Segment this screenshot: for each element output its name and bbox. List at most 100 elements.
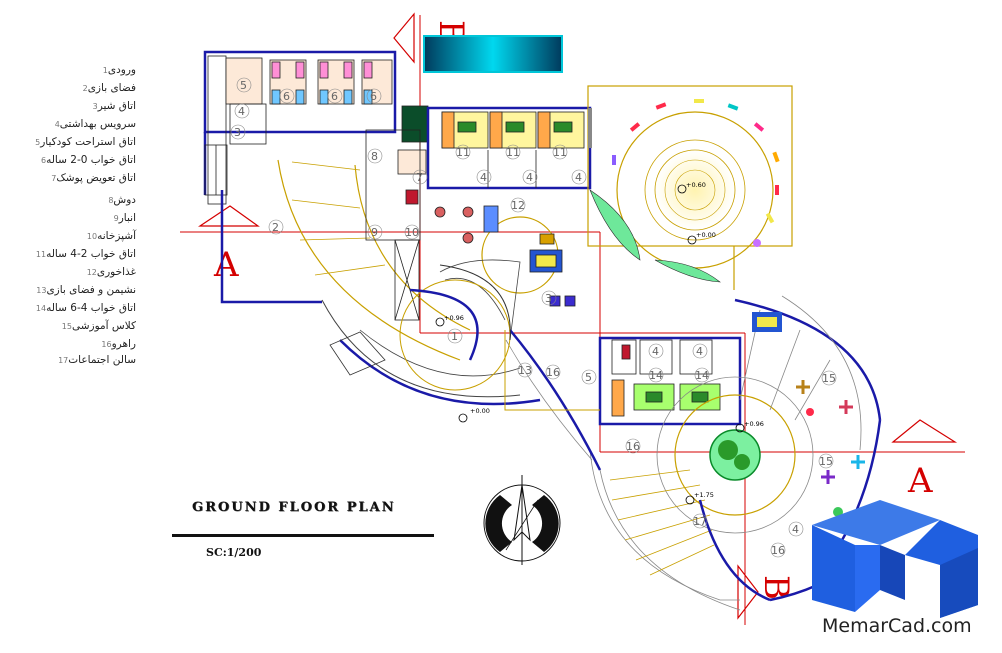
legend-number: 4 [54,120,60,129]
legend-item: راهرو16 [97,338,136,350]
legend-number: 13 [36,286,47,295]
legend-item: اتاق خواب 4-6 ساله14 [32,302,136,314]
legend-label: نشیمن و فضای بازی [46,284,136,296]
legend-label: اتاق خواب 0-2 ساله [46,154,136,166]
section-a-label: A [213,245,239,285]
legend-item: ورودی1 [99,64,136,76]
room-number: 11 [553,146,567,159]
room-number: 16 [771,544,785,557]
room-number: 15 [822,372,836,385]
level-label: +0.96 [444,314,464,322]
legend-item: انبار9 [110,212,136,224]
section-a-arrow [891,419,958,443]
legend-label: اتاق خواب 4-6 ساله [46,302,136,314]
legend-number: 9 [113,214,119,223]
rotunda [399,264,882,611]
legend-item: اتاق خواب 2-4 ساله11 [32,248,136,260]
legend-item: غذاخوری12 [83,266,136,278]
legend-number: 12 [86,268,97,277]
room-number: 3 [545,292,552,305]
room-numbers: 5 6 6 6 3 4 8 7 11 11 11 4 4 4 2 12 9 10… [230,77,837,558]
legend-item: اتاق تعویض پوشک7 [47,172,136,184]
legend-item: دوش8 [104,194,136,206]
legend-number: 5 [35,138,41,147]
legend-label: سرویس بهداشتی [59,118,136,130]
legend-label: اتاق خواب 2-4 ساله [46,248,136,260]
room-number: 11 [456,146,470,159]
legend-number: 15 [61,322,72,331]
legend-number: 17 [58,356,69,365]
legend-label: اتاق استراحت کودکیار [40,136,136,148]
room-number: 17 [693,515,707,528]
level-label: +0.60 [686,181,706,189]
legend-number: 14 [35,304,47,313]
legend-number: 1 [102,66,108,75]
north-arrow-icon [483,475,561,565]
room-number: 16 [626,440,640,453]
legend-label: انبار [118,212,136,224]
room-number: 4 [480,171,487,184]
legend-number: 10 [86,232,98,241]
plan-scale: SC:1/200 [206,546,262,559]
room-number: 5 [240,79,247,92]
legend-number: 7 [51,174,57,183]
room-number: 4 [238,105,245,118]
level-label: +0.96 [744,420,764,428]
room-number: 10 [405,226,419,239]
curved-corridor [220,159,541,406]
memarcad-logo-icon [812,500,978,618]
legend-item: کلاس آموزشی15 [58,320,136,332]
room-number: 7 [416,171,423,184]
pool [423,35,563,73]
legend-item: سالن اجتماعات17 [54,354,136,366]
legend-label: راهرو [111,338,136,350]
legend-item: نشیمن و فضای بازی13 [32,284,136,296]
legend-label: غذاخوری [96,266,136,278]
room-number: 12 [511,199,525,212]
room-number: 4 [696,345,703,358]
legend-label: آشپزخانه [97,230,136,242]
service-core [365,129,421,321]
legend-label: سالن اجتماعات [68,354,136,366]
watermark-site: MemarCad.com [822,615,972,637]
room-number: 4 [526,171,533,184]
lower-block [598,336,742,426]
room-number: 3 [234,126,241,139]
room-number: 13 [518,364,532,377]
level-label: +0.00 [696,231,716,239]
room-number: 4 [575,171,582,184]
left-wing [203,50,429,205]
title-divider [172,534,434,537]
legend-label: اتاق شیر [97,100,136,112]
section-b-arrow [393,12,415,64]
legend-label: کلاس آموزشی [71,320,136,332]
room-number: 8 [371,150,378,163]
room-number: 11 [506,146,520,159]
room-number: 6 [283,90,290,103]
dome-area [587,85,793,290]
legend-item: سرویس بهداشتی4 [51,118,136,130]
legend-label: اتاق تعویض پوشک [56,172,136,184]
middle-block [426,106,592,341]
level-markers: +0.60 +0.00 +0.96 +0.00 +0.96 +1.75 [435,181,764,505]
legend-item: فضای بازی2 [79,82,136,94]
legend-number: 3 [92,102,98,111]
room-number: 15 [819,455,833,468]
room-number: 6 [331,90,338,103]
legend-number: 8 [108,196,114,205]
level-label: +0.00 [470,407,490,415]
level-label: +1.75 [694,491,714,499]
legend-number: 11 [35,250,47,259]
legend-number: 2 [82,84,88,93]
legend-label: دوش [113,194,136,206]
legend-item: اتاق استراحت کودکیار5 [31,136,136,148]
room-number: 4 [792,523,799,536]
legend-item: اتاق شیر3 [89,100,136,112]
legend-number: 16 [101,340,112,349]
room-number: 16 [546,366,560,379]
section-a-label: A [907,461,933,501]
room-number: 9 [371,226,378,239]
plan-title: GROUND FLOOR PLAN [192,500,396,515]
